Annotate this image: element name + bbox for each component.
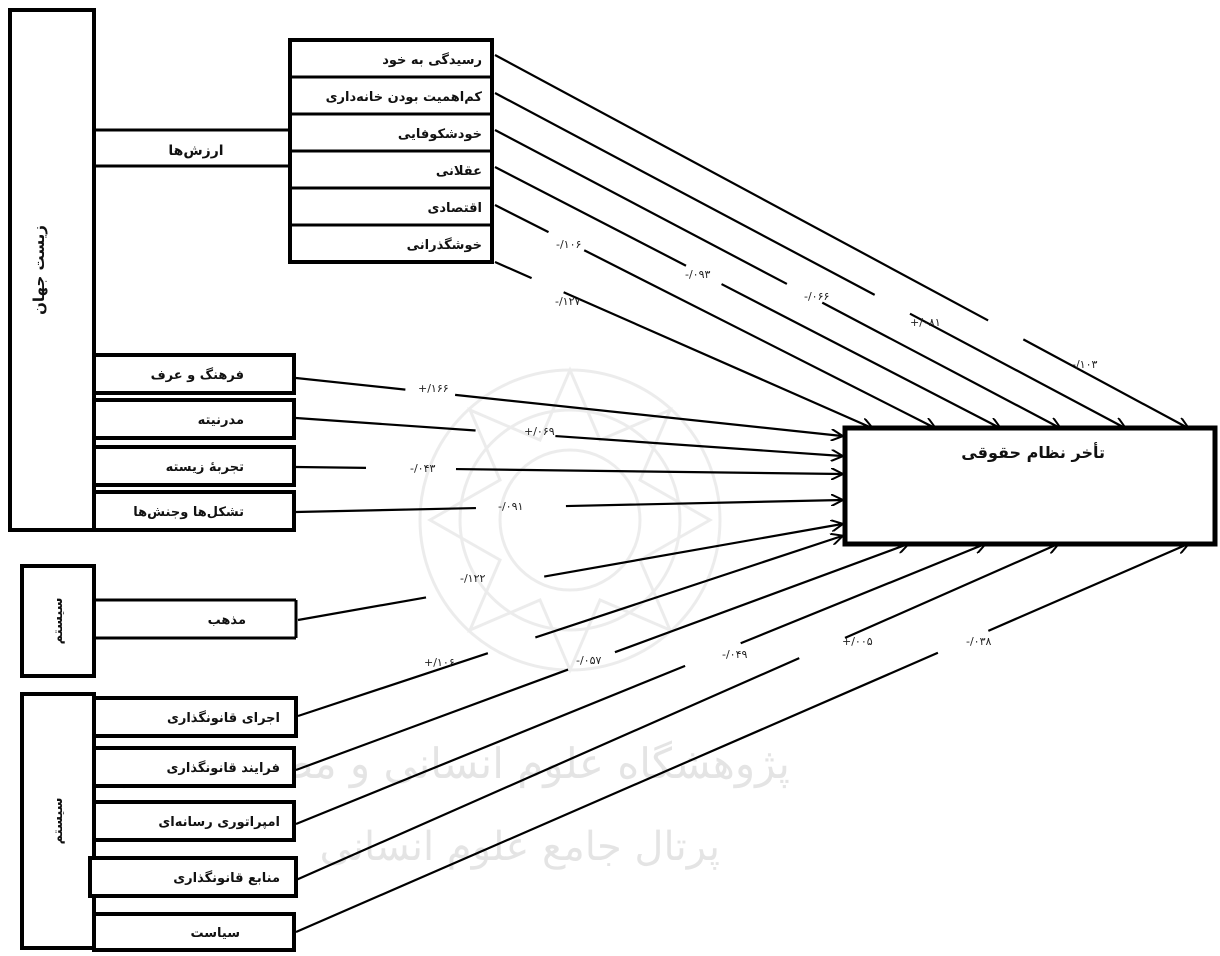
coefficient-label: +/۰۶۹ bbox=[524, 425, 555, 438]
coefficient-label: -/۰۳۸ bbox=[966, 635, 991, 648]
path-arrow bbox=[295, 416, 842, 456]
lifeworld-item: فرهنگ و عرف bbox=[151, 367, 244, 383]
path-arrow bbox=[297, 524, 842, 622]
watermark-seal bbox=[418, 366, 722, 674]
coefficient-label: -/۱۲۲ bbox=[460, 572, 485, 585]
coefficient-label: -/۱۰۶ bbox=[556, 238, 581, 251]
system-item: امپراتوری رسانه‌ای bbox=[158, 815, 280, 830]
coefficient-label: +/۱۰۶ bbox=[424, 656, 455, 669]
values-label: ارزش‌ها bbox=[168, 143, 223, 159]
path-arrow bbox=[494, 54, 1188, 428]
path-arrow bbox=[295, 544, 908, 772]
lifeworld-item: مدرنیته bbox=[198, 413, 244, 428]
path-arrow bbox=[295, 465, 842, 474]
value-item: رسیدگی به خود bbox=[382, 52, 482, 68]
system-label-large: سیستم bbox=[51, 798, 66, 845]
path-arrow bbox=[295, 544, 1058, 882]
system-group-large: سیستم اجرای قانونگذاری فرایند قانونگذاری… bbox=[20, 692, 298, 952]
path-arrows bbox=[295, 54, 1188, 934]
system-item: سیاست bbox=[190, 926, 240, 941]
values-items: رسیدگی به خود کم‌اهمیت بودن خانه‌داری خو… bbox=[288, 38, 494, 264]
path-arrow bbox=[494, 129, 1060, 428]
value-item: خودشکوفایی bbox=[398, 127, 482, 142]
coefficient-label: -/۱۰۳ bbox=[1072, 358, 1097, 371]
values-group: ارزش‌ها bbox=[94, 128, 290, 168]
coefficient-label: -/۰۴۹ bbox=[722, 648, 747, 661]
coefficient-label: +/۰۸۱ bbox=[910, 316, 941, 329]
system-label-small: سیستم bbox=[51, 598, 66, 645]
lifeworld-item: تشکل‌ها وجنش‌ها bbox=[133, 505, 244, 520]
path-coefficients: -/۱۰۳ +/۰۸۱ -/۰۶۶ -/۰۹۳ -/۱۰۶ -/۱۲۷ +/۱۶… bbox=[410, 238, 1097, 669]
value-item: کم‌اهمیت بودن خانه‌داری bbox=[326, 90, 483, 105]
coefficient-label: -/۰۹۱ bbox=[498, 500, 523, 513]
system-item: مذهب bbox=[208, 613, 246, 628]
path-arrow bbox=[295, 544, 1188, 934]
path-arrow bbox=[297, 536, 842, 718]
lifeworld-items: فرهنگ و عرف مدرنیته تجربهٔ زیسته تشکل‌ها… bbox=[92, 353, 296, 532]
coefficient-label: -/۱۲۷ bbox=[555, 295, 580, 308]
coefficient-label: +/۱۶۶ bbox=[418, 382, 449, 395]
lifeworld-item: تجربهٔ زیسته bbox=[166, 460, 244, 475]
path-arrow bbox=[494, 166, 1000, 428]
value-item: عقلانی bbox=[436, 164, 482, 179]
coefficient-label: -/۰۶۶ bbox=[804, 290, 829, 303]
system-item: فرایند قانونگذاری bbox=[166, 760, 280, 776]
value-item: خوشگذرانی bbox=[407, 237, 482, 253]
coefficient-label: -/۰۴۳ bbox=[410, 462, 435, 475]
path-arrow bbox=[295, 544, 985, 826]
coefficient-label: -/۰۵۷ bbox=[576, 654, 601, 667]
path-arrow bbox=[295, 376, 842, 436]
target-box: تأخر نظام حقوقی bbox=[842, 425, 1218, 547]
path-arrow bbox=[295, 500, 842, 514]
lifeworld-label: زیست جهان bbox=[30, 225, 48, 315]
system-item: اجرای قانونگذاری bbox=[167, 710, 280, 726]
path-arrow bbox=[494, 92, 1125, 428]
watermark-line-2: پرتال جامع علوم انسانی bbox=[320, 824, 721, 870]
target-label: تأخر نظام حقوقی bbox=[961, 442, 1105, 462]
coefficient-label: +/۰۰۵ bbox=[842, 635, 873, 648]
path-arrow bbox=[494, 260, 872, 428]
system-item: منابع قانونگذاری bbox=[173, 870, 280, 886]
path-arrow bbox=[494, 204, 935, 428]
value-item: اقتصادی bbox=[427, 201, 482, 216]
coefficient-label: -/۰۹۳ bbox=[685, 268, 710, 281]
lifeworld-group: زیست جهان bbox=[8, 8, 96, 532]
system-group-small: سیستم مذهب bbox=[20, 564, 298, 678]
